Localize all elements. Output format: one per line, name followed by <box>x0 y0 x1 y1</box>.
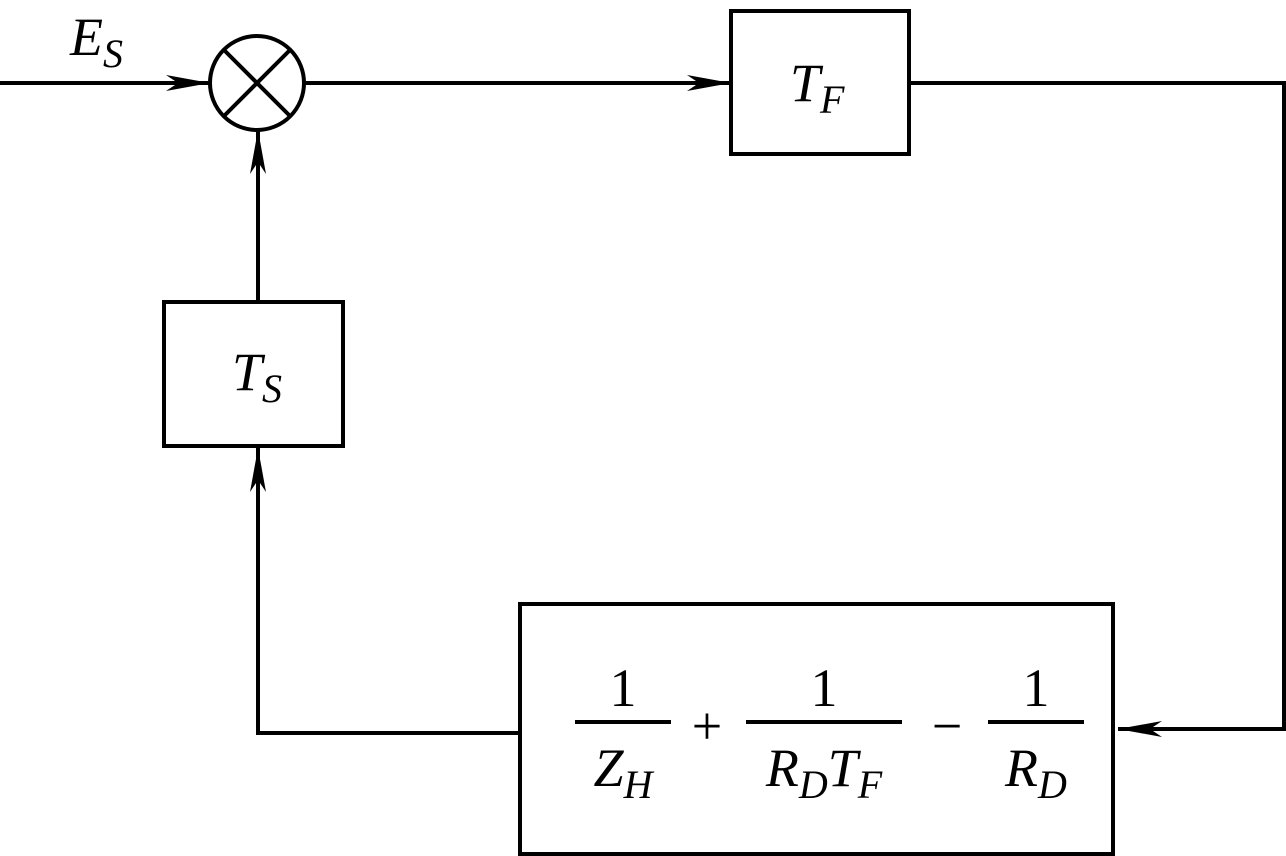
term3-denominator: RD <box>1004 738 1067 807</box>
term2-numerator: 1 <box>811 658 838 718</box>
input-label: ES <box>69 7 123 76</box>
summing-junction <box>208 34 306 132</box>
minus-operator: − <box>932 696 962 756</box>
admittance-expression: 1 ZH + 1 RDTF − 1 RD <box>594 658 1068 807</box>
term1-denominator: ZH <box>594 738 655 807</box>
return-line <box>250 448 520 735</box>
feedback-block-box <box>162 300 345 448</box>
forward-block-box <box>729 9 911 156</box>
forward-block-label: TF <box>790 53 845 122</box>
term2-denominator: RDTF <box>765 738 883 807</box>
plus-operator: + <box>692 696 722 756</box>
term1-numerator: 1 <box>610 658 637 718</box>
term3-numerator: 1 <box>1023 658 1050 718</box>
output-line <box>909 81 1286 737</box>
admittance-block-box <box>518 602 1115 856</box>
feedback-block-label: TS <box>232 342 282 411</box>
